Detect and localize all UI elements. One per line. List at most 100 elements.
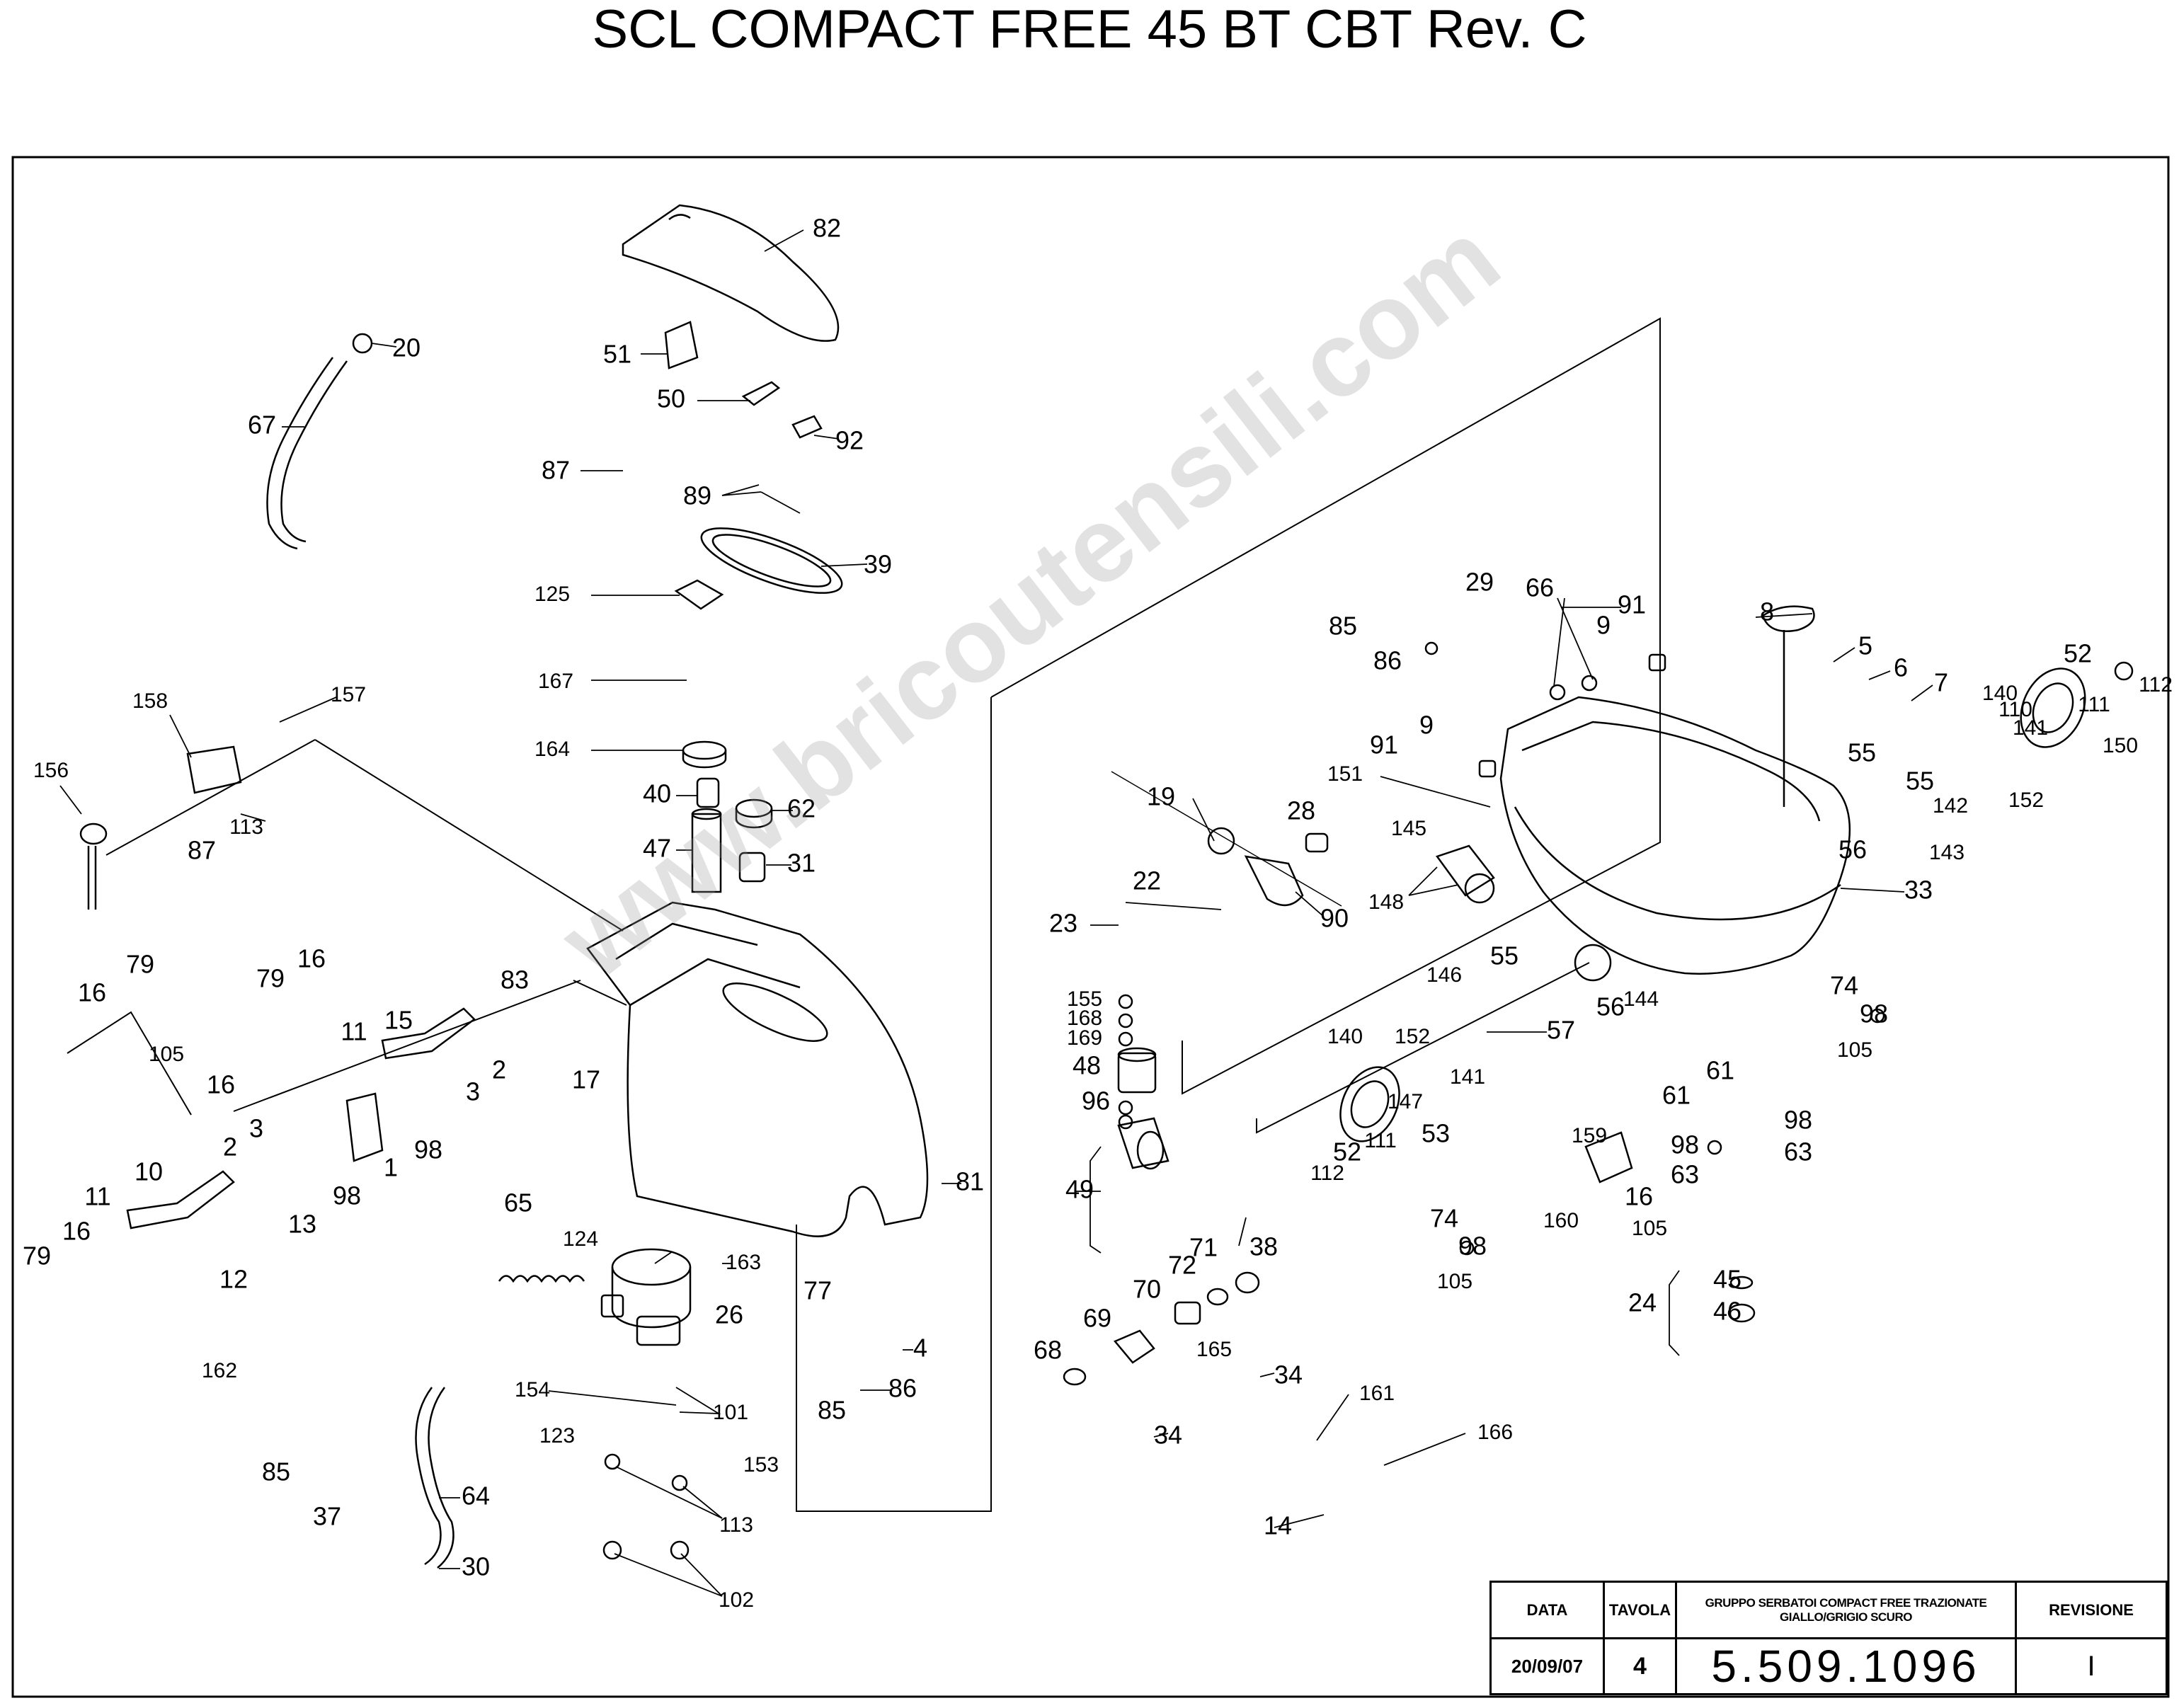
part-callout: 167 — [538, 670, 573, 693]
part-callout: 141 — [2013, 716, 2048, 740]
part-callout: 111 — [2078, 693, 2110, 716]
part-callout: 5 — [1858, 631, 1872, 660]
part-callout: 105 — [1837, 1038, 1872, 1062]
part-callout: 61 — [1662, 1081, 1691, 1110]
part-callout: 98 — [1671, 1130, 1699, 1159]
part-callout: 85 — [262, 1457, 290, 1486]
revisione-label: REVISIONE — [2017, 1583, 2166, 1639]
part-callout: 101 — [713, 1401, 748, 1424]
part-callout: 98 — [333, 1181, 361, 1210]
part-callout: 110 — [1998, 698, 2032, 721]
part-callout: 2 — [492, 1055, 506, 1084]
part-callout: 152 — [1395, 1025, 1430, 1048]
part-outlines — [79, 204, 2134, 1569]
part-callout: 45 — [1713, 1265, 1742, 1294]
part-callout: 50 — [657, 384, 685, 413]
part-callout: 37 — [313, 1502, 341, 1531]
part-callout: 79 — [23, 1242, 51, 1271]
part-callout: 148 — [1368, 890, 1404, 914]
part-callout: 91 — [1370, 730, 1398, 760]
part-callout: 98 — [1860, 999, 1888, 1028]
part-callout: 62 — [787, 794, 816, 823]
part-callout: 79 — [126, 950, 154, 979]
part-callout: 56 — [1596, 992, 1625, 1021]
part-callout: 16 — [207, 1070, 235, 1099]
assembly-lines — [67, 317, 1661, 1512]
part-callout: 52 — [2064, 639, 2092, 668]
part-callout: 66 — [1526, 573, 1554, 602]
part-callout: 65 — [504, 1188, 532, 1217]
part-callout: 49 — [1065, 1175, 1094, 1204]
part-callout: 143 — [1929, 841, 1964, 864]
part-callout: 141 — [1450, 1065, 1485, 1089]
part-callout: 145 — [1391, 817, 1426, 840]
part-callout: 77 — [803, 1276, 832, 1305]
part-callout: 30 — [462, 1552, 490, 1581]
part-callout: 142 — [1933, 794, 1968, 818]
part-callout: 17 — [572, 1065, 600, 1094]
part-callout: 154 — [515, 1378, 550, 1402]
part-callout: 70 — [1133, 1275, 1161, 1304]
part-callout: 33 — [1904, 876, 1933, 905]
part-callout: 56 — [1838, 835, 1867, 864]
part-callout: 89 — [683, 481, 711, 510]
part-callout: 87 — [542, 456, 570, 485]
part-callout: 74 — [1430, 1204, 1458, 1233]
part-callout: 69 — [1083, 1304, 1111, 1333]
part-callout: 87 — [188, 836, 216, 865]
part-callout: 105 — [1437, 1270, 1472, 1293]
part-callout: 38 — [1249, 1232, 1278, 1261]
part-callout: 152 — [2008, 789, 2044, 812]
part-callout: 72 — [1168, 1251, 1196, 1280]
part-callout: 9 — [1596, 611, 1611, 640]
part-callout: 53 — [1422, 1119, 1450, 1148]
part-callout: 82 — [813, 214, 841, 243]
part-callout: 162 — [202, 1359, 237, 1382]
part-callout: 98 — [414, 1135, 442, 1164]
part-callout: 34 — [1154, 1421, 1182, 1450]
leader-lines — [59, 229, 1933, 1597]
part-callout: 156 — [33, 759, 69, 782]
part-callout: 144 — [1623, 987, 1659, 1011]
part-callout: 28 — [1287, 796, 1315, 825]
part-callout: 52 — [1333, 1137, 1361, 1167]
part-callout: 31 — [787, 849, 816, 878]
part-callout: 169 — [1067, 1026, 1102, 1050]
date-value: 20/09/07 — [1492, 1639, 1605, 1693]
part-callout: 102 — [719, 1588, 754, 1612]
part-callout: 57 — [1547, 1016, 1575, 1045]
part-callout: 123 — [539, 1424, 575, 1448]
part-callout: 55 — [1490, 941, 1519, 970]
part-callout: 105 — [1632, 1217, 1667, 1240]
part-callout: 113 — [229, 815, 263, 839]
part-callout: 150 — [2103, 734, 2138, 757]
part-callout: 68 — [1034, 1336, 1062, 1365]
part-callout: 13 — [288, 1210, 316, 1239]
tavola-label: TAVOLA — [1605, 1583, 1677, 1639]
part-callout: 166 — [1477, 1421, 1513, 1444]
part-callout: 24 — [1628, 1288, 1657, 1317]
part-callout: 67 — [248, 411, 276, 440]
part-callout: 158 — [132, 689, 168, 713]
part-callout: 46 — [1713, 1297, 1742, 1326]
part-callout: 164 — [534, 738, 570, 761]
part-callout: 4 — [913, 1334, 927, 1363]
part-callout: 74 — [1830, 971, 1858, 1000]
part-callout: 165 — [1196, 1338, 1232, 1361]
part-callout: 159 — [1572, 1124, 1607, 1147]
part-callout: 64 — [462, 1481, 490, 1511]
revision-value: I — [2087, 1650, 2095, 1682]
part-callout: 112 — [2139, 673, 2173, 697]
part-callout: 71 — [1189, 1233, 1218, 1262]
part-callout: 22 — [1133, 866, 1161, 895]
part-callout: 16 — [297, 944, 326, 973]
part-callout: 9 — [1419, 711, 1434, 740]
part-callout: 90 — [1320, 904, 1349, 933]
part-callout: 16 — [62, 1217, 91, 1246]
part-callout: 151 — [1327, 762, 1363, 786]
part-callout: 47 — [643, 834, 671, 863]
part-callout: 55 — [1906, 767, 1934, 796]
part-callout: 12 — [219, 1265, 248, 1294]
part-callout: 1 — [384, 1153, 398, 1182]
